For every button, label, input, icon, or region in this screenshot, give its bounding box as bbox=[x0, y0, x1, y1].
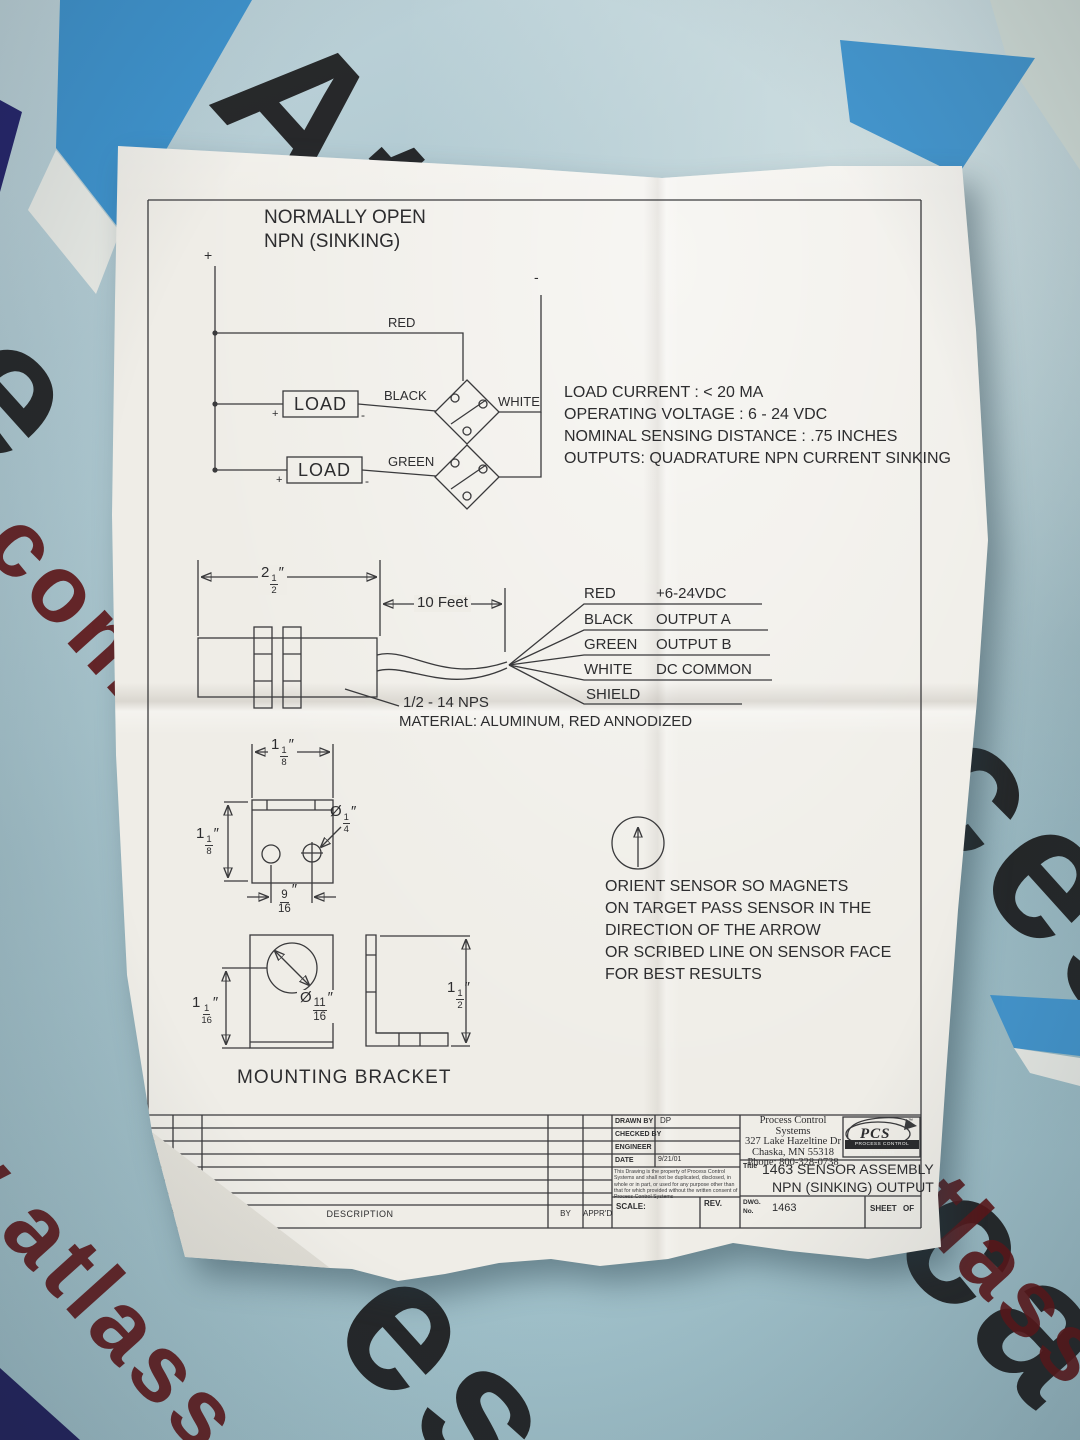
corner-top-right-light bbox=[990, 0, 1080, 170]
apprd-header: APPR'D bbox=[583, 1209, 613, 1218]
wire-label-green: GREEN bbox=[388, 454, 435, 469]
sheet-label: SHEET bbox=[870, 1204, 897, 1213]
load1-plus: + bbox=[272, 408, 279, 420]
dwg-number-value: 1463 bbox=[772, 1202, 797, 1214]
company-phone: Phone: 800-328-0738 bbox=[747, 1157, 839, 1169]
company-street: 327 Lake Hazeltine Dr bbox=[745, 1136, 841, 1148]
border-frame bbox=[147, 199, 922, 1229]
lead-shield: SHIELD bbox=[586, 686, 641, 703]
rev-label: REV. bbox=[704, 1199, 722, 1208]
logo-chevron-bottom-right-white bbox=[1014, 1048, 1080, 1086]
spec-operating-voltage: OPERATING VOLTAGE : 6 - 24 VDC bbox=[564, 406, 828, 423]
logo-triangle-top-left-blue bbox=[56, 0, 252, 230]
logo-triangle-top-left-navy bbox=[0, 100, 22, 192]
pcs-logo-banner: PROCESS CONTROL SYSTEMS bbox=[845, 1140, 919, 1156]
supply-plus-sign: + bbox=[204, 247, 213, 263]
schematic-heading-line1: NORMALLY OPEN bbox=[264, 207, 426, 228]
logo-triangle-bottom-right-blue bbox=[990, 995, 1080, 1056]
description-header: DESCRIPTION bbox=[326, 1209, 394, 1219]
logo-chevron-top-left-white bbox=[28, 150, 120, 294]
company-city: Chaska, MN 55318 bbox=[752, 1146, 834, 1158]
dwg-label-top: DWG. bbox=[743, 1199, 761, 1206]
wire-label-black: BLACK bbox=[384, 388, 427, 403]
wire-label-white: WHITE bbox=[498, 394, 540, 409]
logo-triangle-bottom-left-navy bbox=[0, 1368, 80, 1440]
supply-minus-sign: - bbox=[534, 269, 539, 285]
load1-minus: - bbox=[361, 408, 365, 422]
thread-spec-note: 1/2 - 14 NPS bbox=[403, 694, 489, 711]
engineer-label: ENGINEER bbox=[615, 1144, 652, 1151]
drawing-title-line1: 1463 SENSOR ASSEMBLY bbox=[762, 1161, 934, 1177]
material-note: MATERIAL: ALUMINUM, RED ANNODIZED bbox=[399, 713, 693, 730]
by-header: BY bbox=[560, 1209, 571, 1218]
dim-cable-length: 10 Feet bbox=[414, 594, 471, 612]
wire-label-red: RED bbox=[388, 315, 416, 330]
spec-load-current: LOAD CURRENT : < 20 MA bbox=[564, 384, 764, 401]
drawn-by-label: DRAWN BY bbox=[615, 1118, 654, 1125]
sensor-drawing-lines bbox=[197, 560, 772, 709]
orientation-note-line1: ORIENT SENSOR SO MAGNETS bbox=[605, 878, 849, 895]
spec-sensing-distance: NOMINAL SENSING DISTANCE : .75 INCHES bbox=[564, 428, 898, 445]
logo-triangle-top-right-blue bbox=[840, 40, 1035, 175]
date-label: DATE bbox=[615, 1157, 634, 1164]
scale-label: SCALE: bbox=[616, 1202, 646, 1211]
orientation-note-line5: FOR BEST RESULTS bbox=[605, 966, 762, 983]
date-value: 9/21/01 bbox=[658, 1156, 682, 1163]
load-box-1-label: LOAD bbox=[293, 394, 348, 414]
company-name: Process Control Systems bbox=[759, 1115, 827, 1137]
of-label: OF bbox=[903, 1204, 915, 1213]
load2-plus: + bbox=[276, 474, 283, 486]
bracket-drawing-lines bbox=[222, 744, 470, 1049]
checked-by-label: CHECKED BY bbox=[615, 1131, 662, 1138]
orientation-note-line3: DIRECTION OF THE ARROW bbox=[605, 922, 821, 939]
schematic-heading-line2: NPN (SINKING) bbox=[264, 231, 401, 252]
drawn-by-value: DP bbox=[660, 1116, 672, 1125]
lead-red: RED+6-24VDC bbox=[584, 585, 727, 602]
pcs-logo-tm: ™ bbox=[908, 1118, 913, 1124]
orientation-note-line4: OR SCRIBED LINE ON SENSOR FACE bbox=[605, 944, 892, 961]
disclaimer-text: This Drawing is the property of Process … bbox=[614, 1169, 738, 1201]
pcs-logo-text: PCS bbox=[860, 1126, 891, 1142]
dwg-label-bottom: No. bbox=[743, 1208, 754, 1215]
company-address-block: Process Control Systems 327 Lake Hazelti… bbox=[742, 1115, 844, 1169]
spec-outputs: OUTPUTS: QUADRATURE NPN CURRENT SINKING bbox=[564, 450, 951, 467]
bracket-caption: MOUNTING BRACKET bbox=[237, 1067, 452, 1088]
load2-minus: - bbox=[365, 474, 369, 488]
drawing-title-line2: NPN (SINKING) OUTPUT bbox=[772, 1179, 934, 1195]
wiring-schematic-lines bbox=[212, 266, 542, 510]
title-label: Title bbox=[743, 1163, 758, 1170]
orientation-symbol bbox=[611, 816, 665, 870]
load-box-2-label: LOAD bbox=[297, 460, 352, 480]
orientation-note-line2: ON TARGET PASS SENSOR IN THE bbox=[605, 900, 872, 917]
